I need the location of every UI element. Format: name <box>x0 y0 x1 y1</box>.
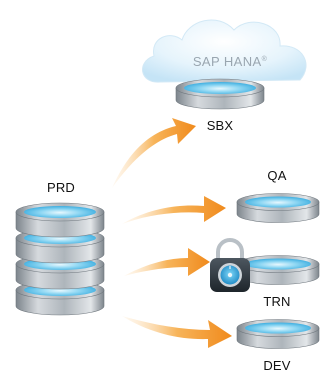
database-disk-icon <box>15 202 105 238</box>
lock-icon <box>210 238 250 292</box>
cloud-brand: SAP HANA <box>193 54 262 69</box>
arrows <box>112 118 232 348</box>
cloud-icon: SAP HANA® <box>142 19 307 83</box>
qa-label: QA <box>267 168 287 183</box>
arrow-icon <box>124 248 210 276</box>
arrow-icon <box>112 118 196 188</box>
trn-label: TRN <box>263 294 291 309</box>
qa-database-disk-icon <box>236 193 320 223</box>
prd-database-stack <box>15 202 105 316</box>
arrow-icon <box>122 316 232 348</box>
arrow-icon <box>122 196 226 224</box>
sbx-label: SBX <box>206 118 234 133</box>
prd-label: PRD <box>46 180 76 195</box>
sbx-database-disk-icon <box>175 78 265 110</box>
trn-database-disk-icon <box>236 255 320 285</box>
cloud-brand-text: SAP HANA® <box>193 54 268 69</box>
dev-label: DEV <box>263 358 291 373</box>
cloud-brand-mark: ® <box>262 55 268 63</box>
dev-database-disk-icon <box>236 319 320 349</box>
